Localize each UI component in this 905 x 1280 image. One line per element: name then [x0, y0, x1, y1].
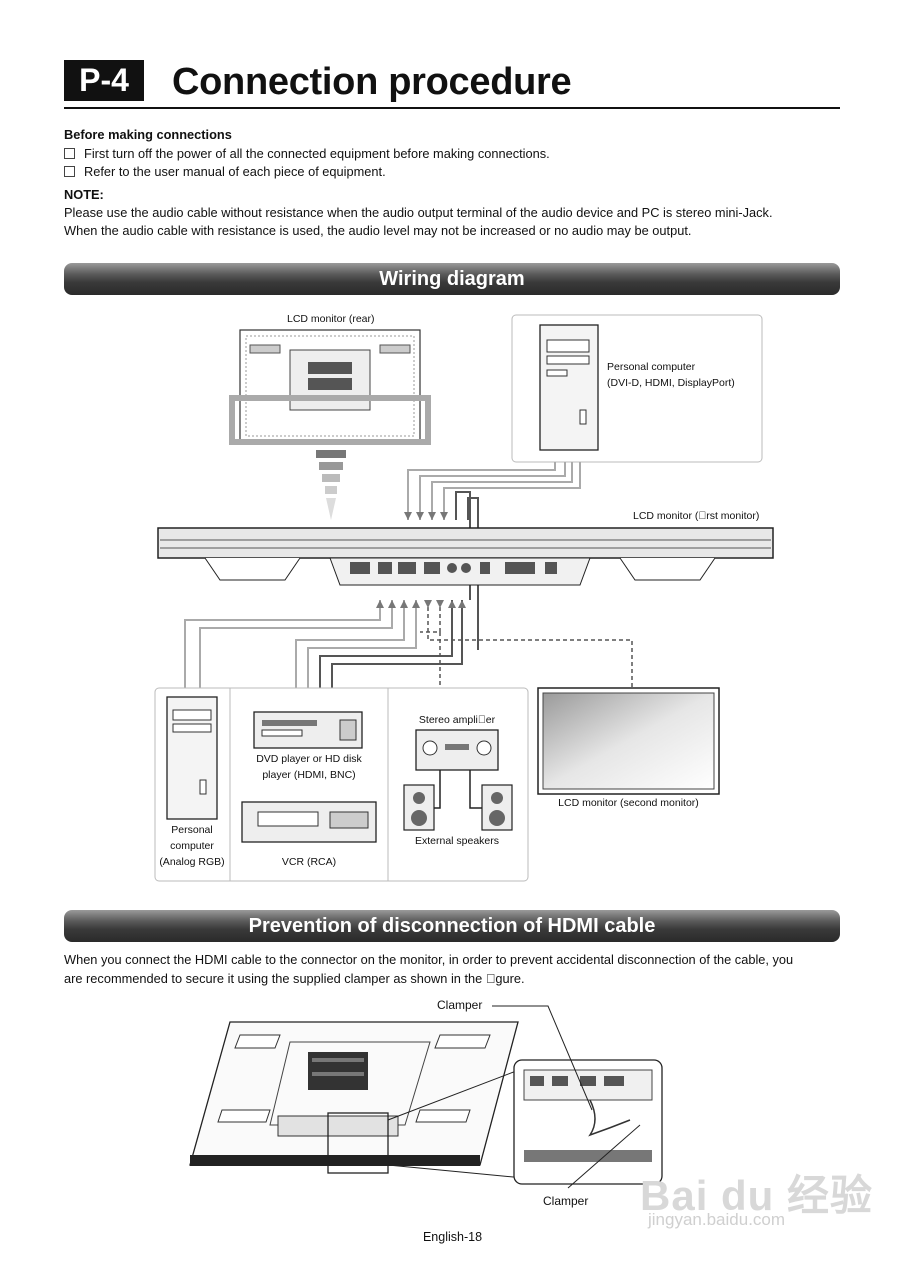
- label-pc-bottom-line3: (Analog RGB): [159, 856, 225, 868]
- label-vcr: VCR (RCA): [281, 856, 337, 868]
- vcr-illustration: [241, 801, 377, 843]
- label-lcd-rear: LCD monitor (rear): [287, 313, 375, 325]
- lcd-monitor-rear-illustration: [229, 329, 431, 520]
- title-divider: [64, 107, 840, 109]
- note-line-1: Please use the audio cable without resis…: [64, 205, 773, 220]
- note-line-2: When the audio cable with resistance is …: [64, 223, 692, 238]
- lcd-monitor-second-illustration: [537, 687, 720, 795]
- personal-computer-top-illustration: [539, 324, 599, 451]
- label-speakers: External speakers: [414, 835, 500, 847]
- label-dvd-line1: DVD player or HD disk: [256, 753, 362, 765]
- clamper-label-top: Clamper: [437, 998, 483, 1012]
- section-badge: P-4: [64, 60, 144, 101]
- bullet-icon: [64, 148, 75, 159]
- before-item-1: First turn off the power of all the conn…: [64, 145, 550, 164]
- before-item-2: Refer to the user manual of each piece o…: [64, 163, 386, 182]
- external-speakers-illustration: [403, 770, 513, 831]
- watermark-logo: Bai du 经验: [640, 1172, 874, 1219]
- personal-computer-bottom-illustration: [166, 696, 218, 820]
- hdmi-clamper-illustration: [189, 1005, 663, 1189]
- label-pc-top-line1: Personal computer: [607, 361, 696, 373]
- bullet-icon: [64, 166, 75, 177]
- wiring-diagram: [154, 314, 774, 882]
- stereo-amplifier-illustration: [415, 729, 499, 771]
- hdmi-section-header: Prevention of disconnection of HDMI cabl…: [64, 910, 840, 942]
- label-pc-bottom: Personal computer (Analog RGB): [157, 822, 227, 870]
- hdmi-text-line2: are recommended to secure it using the s…: [64, 971, 525, 986]
- label-lcd-second: LCD monitor (second monitor): [558, 797, 699, 809]
- before-item-text: Refer to the user manual of each piece o…: [84, 164, 386, 179]
- label-lcd-first: LCD monitor ( rst monitor): [633, 510, 760, 522]
- dvd-player-illustration: [253, 711, 363, 749]
- note-heading: NOTE:: [64, 187, 104, 202]
- label-dvd-line2: player (HDMI, BNC): [262, 769, 356, 781]
- label-pc-bottom-line1: Personal: [171, 824, 213, 836]
- page-title: Connection procedure: [172, 61, 572, 103]
- label-pc-bottom-line2: computer: [170, 840, 214, 852]
- page-number: English-18: [422, 1230, 483, 1244]
- wiring-diagram-header: Wiring diagram: [64, 263, 840, 295]
- lcd-monitor-first-illustration: [157, 527, 774, 586]
- before-heading: Before making connections: [64, 127, 232, 142]
- label-dvd: DVD player or HD disk player (HDMI, BNC): [232, 751, 386, 783]
- before-item-text: First turn off the power of all the conn…: [84, 146, 550, 161]
- clamper-label-bottom: Clamper: [543, 1194, 589, 1208]
- hdmi-text-line1: When you connect the HDMI cable to the c…: [64, 952, 794, 967]
- label-amplifier: Stereo ampli er: [418, 714, 496, 726]
- label-pc-top-line2: (DVI-D, HDMI, DisplayPort): [607, 377, 735, 389]
- watermark-url: jingyan.baidu.com: [648, 1210, 786, 1229]
